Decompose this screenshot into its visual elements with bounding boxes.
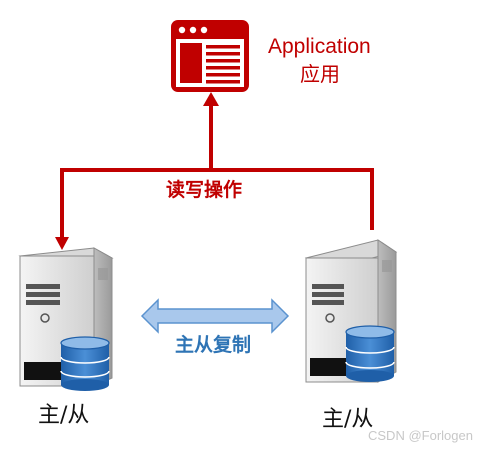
arrow-up-to-application [203, 92, 219, 106]
application-title: Application [268, 35, 371, 58]
database-icon [345, 325, 395, 382]
replication-label: 主从复制 [175, 334, 252, 356]
right-server-label: 主/从 [322, 407, 374, 432]
replication-double-arrow [140, 298, 290, 334]
database-icon [60, 336, 110, 391]
left-server-label: 主/从 [38, 403, 90, 428]
application-subtitle: 应用 [300, 62, 340, 86]
watermark: CSDN @Forlogen [368, 428, 473, 443]
application-window-icon [171, 20, 249, 92]
read-write-connector [60, 104, 374, 239]
read-write-label: 读写操作 [166, 179, 243, 201]
arrow-down-to-left-server [55, 237, 69, 250]
